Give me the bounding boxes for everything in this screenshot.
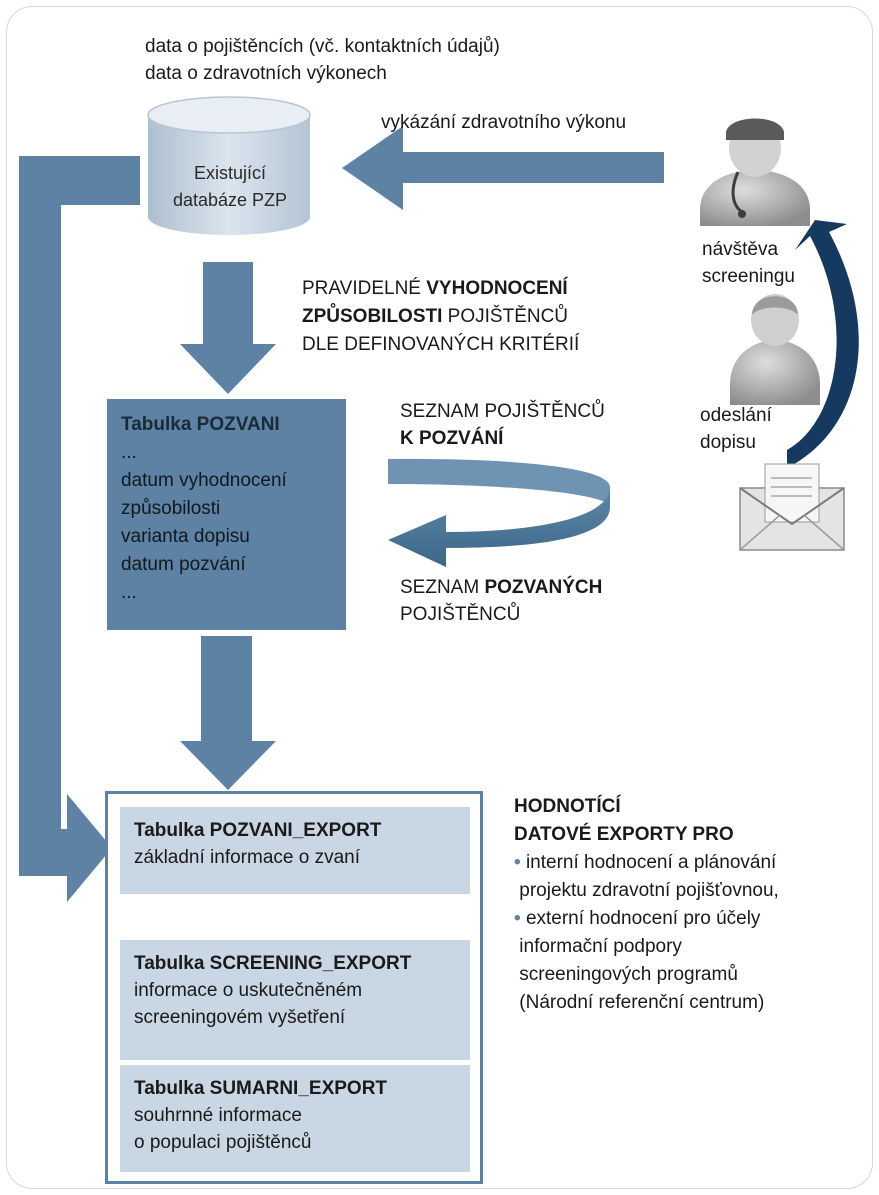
- bullet-external-line-3: screeningových programů: [519, 964, 738, 985]
- exports-box: Tabulka POZVANI_EXPORT základní informac…: [105, 791, 483, 1184]
- sumarni-export-panel: Tabulka SUMARNI_EXPORT souhrnné informac…: [120, 1065, 470, 1172]
- evaluation-line-2: ZPŮSOBILOSTI POJIŠTĚNCŮ: [302, 303, 568, 330]
- bullet-internal-cont: projektu zdravotní pojišťovnou,: [514, 877, 779, 905]
- bullet-internal-line-2: projektu zdravotní pojišťovnou,: [519, 880, 779, 901]
- db-info-line-1: data o pojištěncích (vč. kontaktních úda…: [145, 36, 500, 57]
- bullet-dot: •: [514, 908, 526, 929]
- screening-export-line: screeningovém vyšetření: [134, 1007, 346, 1028]
- bullet-external: • externí hodnocení pro účely: [514, 905, 779, 933]
- sumarni-export-line: o populaci pojištěnců: [134, 1132, 312, 1153]
- bullet-external-line-1: externí hodnocení pro účely: [525, 908, 761, 929]
- screening-export-line: informace o uskutečněném: [134, 980, 363, 1001]
- database-label-line-1: Existující: [193, 163, 267, 183]
- table-to-exports-arrow: [180, 636, 276, 790]
- patient-icon: [730, 294, 820, 405]
- left-flow-arrow: [19, 156, 140, 902]
- pozvani-export-title: Tabulka POZVANI_EXPORT: [134, 820, 382, 841]
- evaluation-line-1: PRAVIDELNÉ VYHODNOCENÍ: [302, 275, 568, 302]
- sumarni-export-title: Tabulka SUMARNI_EXPORT: [134, 1078, 388, 1099]
- evaluation-line-2-normal: POJIŠTĚNCŮ: [442, 306, 569, 327]
- screening-export-title: Tabulka SCREENING_EXPORT: [134, 953, 412, 974]
- bullet-internal: • interní hodnocení a plánování: [514, 849, 779, 877]
- invite-loop-arrow: [388, 458, 610, 567]
- pozvani-table-line: způsobilosti: [121, 498, 221, 519]
- pozvani-table-line: ...: [121, 442, 137, 463]
- db-to-table-arrow: [180, 262, 276, 394]
- pozvani-table-line: ...: [121, 582, 137, 603]
- list-invited-bold: POZVANÝCH: [484, 577, 603, 598]
- bullet-external-cont: informační podpory: [514, 933, 779, 961]
- pozvani-table-box: Tabulka POZVANI ... datum vyhodnocení zp…: [107, 399, 346, 630]
- evaluation-exports: HODNOTÍCÍ DATOVÉ EXPORTY PRO • interní h…: [514, 793, 779, 1017]
- doctor-icon: [700, 118, 810, 226]
- list-invited-line-1: SEZNAM POZVANÝCH: [400, 574, 602, 601]
- evaluation-exports-heading-2: DATOVÉ EXPORTY PRO: [514, 824, 734, 845]
- sumarni-export-line: souhrnné informace: [134, 1105, 302, 1126]
- screening-export-panel: Tabulka SCREENING_EXPORT informace o usk…: [120, 940, 470, 1060]
- letter-label-line-2: dopisu: [700, 432, 756, 453]
- list-to-invite-line-2: K POZVÁNÍ: [400, 428, 504, 449]
- report-arrow: [342, 126, 664, 210]
- evaluation-line-3: DLE DEFINOVANÝCH KRITÉRIÍ: [302, 334, 580, 355]
- bullet-dot: •: [514, 852, 526, 873]
- visit-label-line-1: návštěva: [702, 239, 779, 260]
- pozvani-table-line: datum pozvání: [121, 554, 246, 575]
- visit-label-line-2: screeningu: [702, 266, 795, 287]
- database-label: Existující databáze PZP: [150, 160, 310, 214]
- pozvani-export-panel: Tabulka POZVANI_EXPORT základní informac…: [120, 807, 470, 894]
- envelope-icon: [739, 463, 845, 551]
- bullet-external-line-2: informační podpory: [519, 936, 682, 957]
- evaluation-line-1-bold: VYHODNOCENÍ: [426, 278, 568, 299]
- pozvani-table-title: Tabulka POZVANI: [121, 414, 280, 435]
- database-label-line-2: databáze PZP: [172, 190, 288, 210]
- list-invited-normal: SEZNAM: [400, 577, 485, 598]
- db-info-line-2: data o zdravotních výkonech: [145, 63, 387, 84]
- pozvani-export-line: základní informace o zvaní: [134, 847, 361, 868]
- evaluation-exports-heading-1: HODNOTÍCÍ: [514, 796, 621, 817]
- pozvani-table-line: varianta dopisu: [121, 526, 250, 547]
- evaluation-line-1-normal: PRAVIDELNÉ: [302, 278, 427, 299]
- bullet-external-line-4: (Národní referenční centrum): [519, 992, 765, 1013]
- database-icon: [147, 96, 311, 235]
- bullet-external-cont: (Národní referenční centrum): [514, 989, 779, 1017]
- pozvani-table-line: datum vyhodnocení: [121, 470, 287, 491]
- letter-label-line-1: odeslání: [700, 405, 772, 426]
- list-to-invite-line-1: SEZNAM POJIŠTĚNCŮ: [400, 401, 605, 422]
- report-label: vykázání zdravotního výkonu: [381, 112, 627, 133]
- bullet-internal-line-1: interní hodnocení a plánování: [525, 852, 777, 873]
- evaluation-line-2-bold: ZPŮSOBILOSTI: [302, 306, 443, 327]
- bullet-external-cont: screeningových programů: [514, 961, 779, 989]
- cycle-arrow: [787, 220, 859, 468]
- list-invited-line-2: POJIŠTĚNCŮ: [400, 604, 521, 625]
